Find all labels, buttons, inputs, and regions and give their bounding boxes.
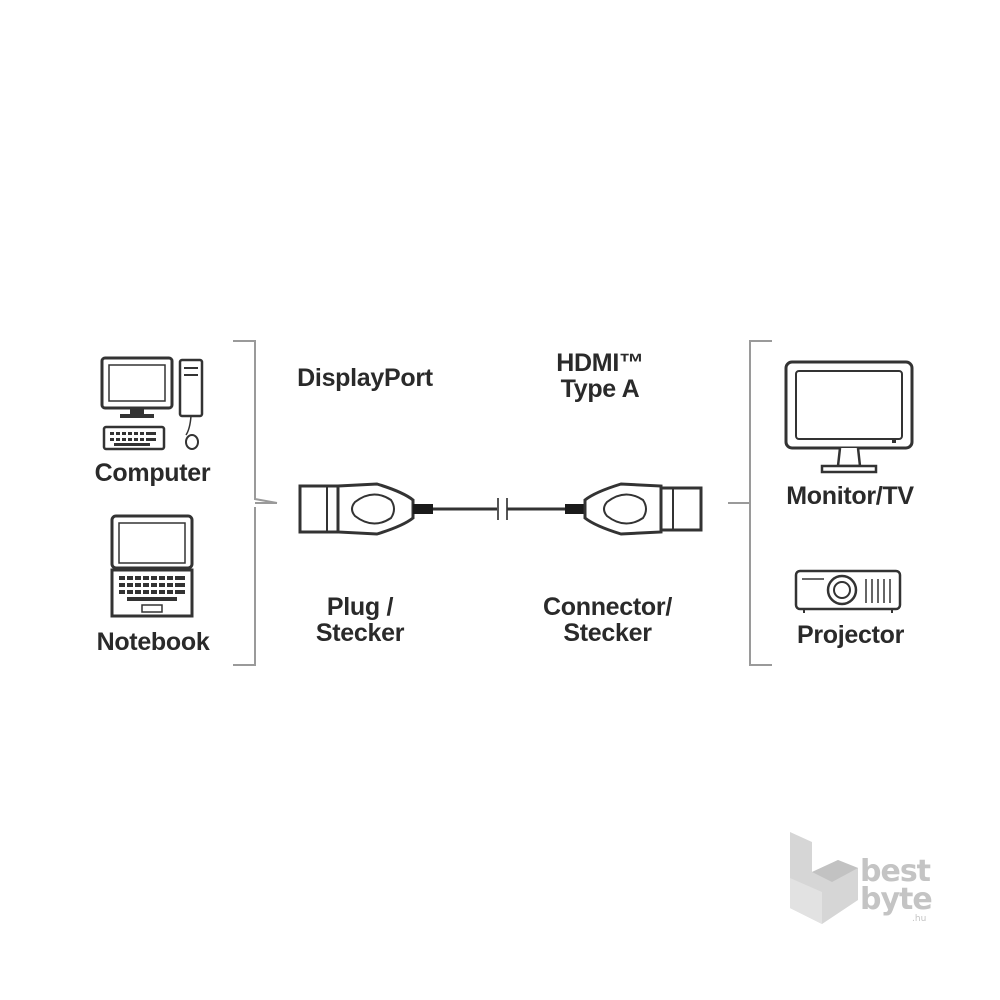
- left-connector-type-label: DisplayPort: [297, 364, 433, 392]
- hdmi-connector-icon: [565, 482, 703, 536]
- projector-icon: [794, 569, 902, 613]
- right-end-label-line1: Connector/: [543, 593, 672, 621]
- bestbyte-watermark: best byte .hu: [788, 828, 938, 928]
- displayport-plug-icon: [298, 482, 433, 536]
- projector-label: Projector: [796, 621, 905, 649]
- right-connector-type-line2: Type A: [560, 375, 640, 403]
- right-end-label-line2: Stecker: [563, 619, 652, 647]
- monitor-icon: [784, 360, 914, 474]
- computer-label: Computer: [94, 459, 211, 487]
- notebook-label: Notebook: [96, 628, 210, 656]
- cable-diagram: [298, 482, 703, 536]
- monitor-label: Monitor/TV: [786, 482, 914, 510]
- watermark-suffix: .hu: [912, 914, 927, 924]
- left-bracket: [233, 340, 278, 666]
- left-end-label-line1: Plug /: [326, 593, 394, 621]
- notebook-icon: [110, 514, 194, 618]
- bestbyte-logo-icon: [790, 832, 858, 924]
- computer-icon: [100, 356, 204, 451]
- left-end-label-line2: Stecker: [315, 619, 405, 647]
- right-connector-type-line1: HDMI™: [556, 349, 644, 377]
- watermark-line2: byte: [860, 882, 933, 917]
- watermark-line1: best: [860, 854, 931, 889]
- right-bracket: [728, 340, 772, 666]
